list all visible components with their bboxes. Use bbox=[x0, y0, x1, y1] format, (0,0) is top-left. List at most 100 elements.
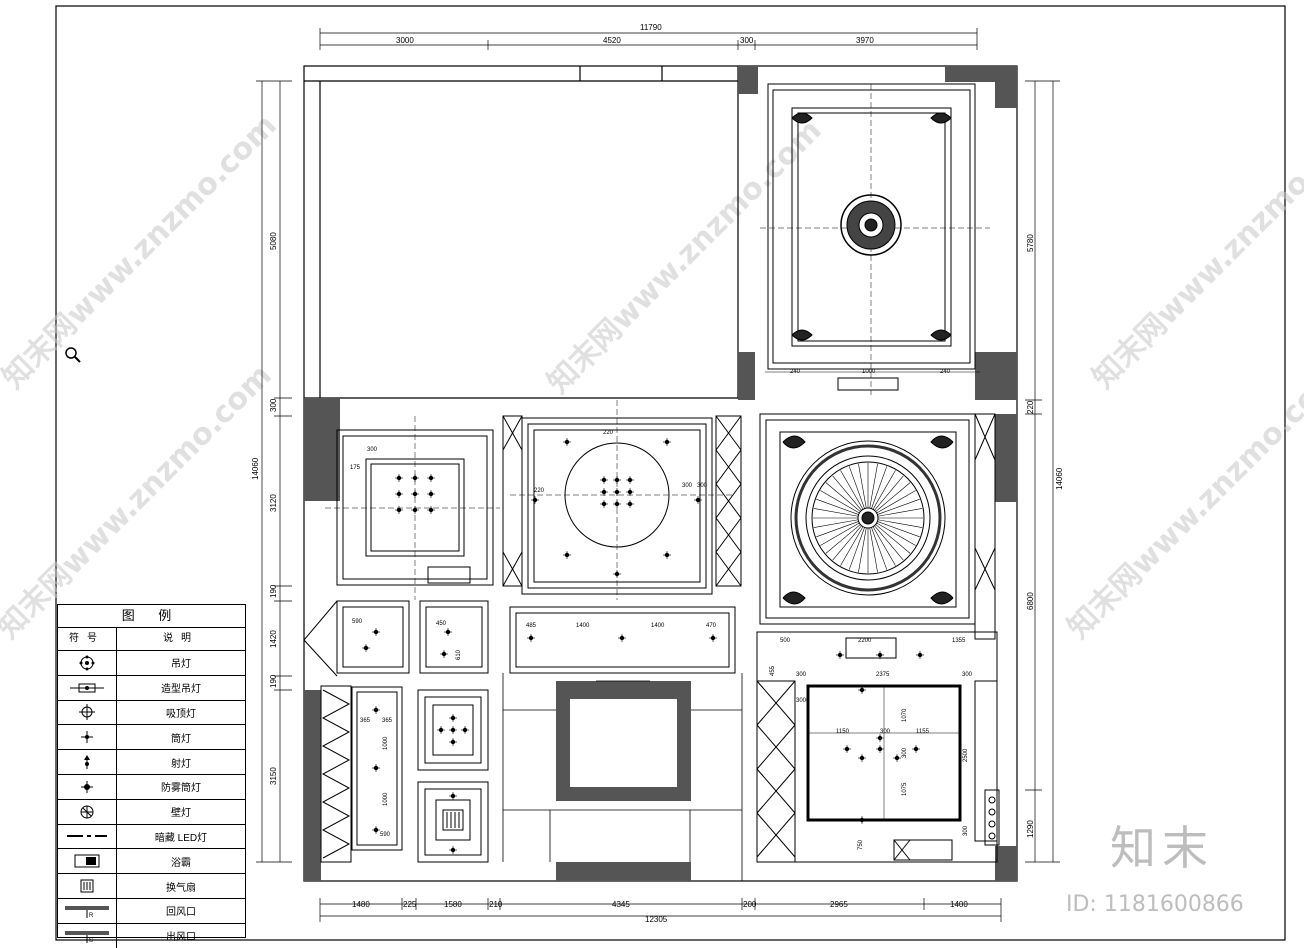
downlight-icon bbox=[618, 634, 626, 642]
kitchen-ceiling bbox=[756, 631, 1000, 863]
left-dimensions bbox=[256, 80, 292, 863]
corridor-note: 1400 bbox=[651, 623, 665, 629]
wall-lamp-icon bbox=[58, 799, 117, 824]
legend-row: 造型吊灯 bbox=[58, 675, 245, 701]
center-room-ceiling bbox=[502, 400, 742, 600]
image-id-watermark: ID: 1181600866 bbox=[1066, 892, 1244, 917]
dim-right-seg: 6800 bbox=[1026, 592, 1035, 610]
bath-left-note: 1000 bbox=[383, 736, 389, 750]
dome-rib bbox=[840, 526, 864, 566]
legend-row: 暗藏 LED灯 bbox=[58, 824, 245, 850]
downlight-icon bbox=[437, 726, 445, 734]
downlight-icon bbox=[836, 651, 844, 659]
right-dimensions bbox=[1025, 80, 1060, 863]
downlight-icon bbox=[411, 490, 419, 498]
dim-left-seg: 3150 bbox=[269, 767, 278, 785]
legend-label: 吊灯 bbox=[171, 659, 191, 671]
kitchen-note: 1070 bbox=[902, 708, 908, 722]
dining-note: 300 bbox=[682, 483, 693, 489]
downlight-icon bbox=[395, 490, 403, 498]
dome-rib bbox=[858, 463, 867, 509]
top-dimensions bbox=[319, 28, 978, 50]
downlight-icon bbox=[858, 754, 866, 762]
downlight-icon bbox=[893, 754, 901, 762]
downlight-icon bbox=[449, 726, 457, 734]
dim-top-overall: 11790 bbox=[640, 23, 662, 32]
dome-rib bbox=[813, 508, 859, 517]
dome-rib bbox=[858, 527, 867, 573]
downlight-icon bbox=[531, 496, 539, 504]
legend-row: 换气扇 bbox=[58, 874, 245, 899]
downlight-icon bbox=[427, 506, 435, 514]
svg-text:S: S bbox=[89, 938, 93, 943]
legend-row: 防雾筒灯 bbox=[58, 774, 245, 800]
legend-label: 回风口 bbox=[166, 907, 196, 919]
downlight-icon bbox=[444, 628, 452, 636]
kitchen-note: 2375 bbox=[876, 672, 890, 678]
downlight-icon bbox=[613, 570, 621, 578]
downlight-icon bbox=[527, 634, 535, 642]
downlight-icon bbox=[613, 476, 621, 484]
bath-note: 450 bbox=[436, 621, 447, 627]
dim-right-seg: 1290 bbox=[1026, 820, 1035, 838]
svg-text:R: R bbox=[89, 913, 94, 918]
chandelier-icon bbox=[58, 651, 117, 675]
downlight-icon bbox=[916, 651, 924, 659]
kitchen-note: 2200 bbox=[858, 638, 872, 644]
downlight-icon bbox=[395, 474, 403, 482]
kitchen-note: 750 bbox=[858, 839, 864, 850]
corridor-note: 485 bbox=[526, 623, 537, 629]
downlight-icon bbox=[876, 745, 884, 753]
downlight-icon bbox=[600, 488, 608, 496]
sheet-border bbox=[55, 5, 1286, 941]
legend-label: 造型吊灯 bbox=[161, 684, 201, 696]
legend-label: 筒灯 bbox=[171, 733, 191, 745]
bath-note: 590 bbox=[352, 619, 363, 625]
dim-bottom-seg: 225 bbox=[403, 900, 417, 909]
dome-rib bbox=[875, 524, 911, 554]
kitchen-note: 455 bbox=[770, 665, 776, 676]
downlight-fixtures bbox=[362, 438, 924, 854]
watermark-text: 知末网www.znzmo.com bbox=[1086, 108, 1304, 396]
downlight-icon bbox=[372, 706, 380, 714]
corridor-note: 1400 bbox=[576, 623, 590, 629]
dim-bottom-seg: 210 bbox=[489, 900, 503, 909]
dome-rib bbox=[832, 525, 862, 561]
downlight-icon bbox=[694, 496, 702, 504]
legend-row: R 回风口 bbox=[58, 898, 245, 924]
downlight-icon bbox=[427, 490, 435, 498]
legend-row: 射灯 bbox=[58, 750, 245, 775]
downlight-icon bbox=[362, 644, 370, 652]
building-outline bbox=[303, 65, 1018, 882]
kitchen-note: 1155 bbox=[916, 729, 930, 735]
watermark-layer: 知末网www.znzmo.com 知末网www.znzmo.com 知末网www… bbox=[0, 108, 1304, 646]
dim-bottom-seg: 1480 bbox=[352, 900, 370, 909]
downlight-icon bbox=[876, 651, 884, 659]
legend-label: 射灯 bbox=[171, 758, 191, 770]
dome-rib bbox=[820, 490, 860, 514]
legend-label: 暗藏 LED灯 bbox=[154, 832, 208, 844]
legend-label: 防雾筒灯 bbox=[161, 783, 201, 795]
dim-left-seg: 190 bbox=[269, 584, 278, 598]
downlight-icon bbox=[449, 792, 457, 800]
magnifier-icon[interactable] bbox=[63, 345, 83, 365]
dome-rib bbox=[876, 522, 916, 546]
watermark-text: 知末网www.znzmo.com bbox=[0, 358, 279, 646]
dome-rib bbox=[872, 526, 896, 566]
fogproof-downlight-icon bbox=[58, 774, 117, 799]
kitchen-note: 300 bbox=[962, 672, 973, 678]
watermark-text: 知末网www.znzmo.com bbox=[0, 108, 284, 396]
dim-right-seg: 5780 bbox=[1026, 234, 1035, 252]
hidden-led-icon bbox=[58, 824, 117, 849]
legend-row: 浴霸 bbox=[58, 849, 245, 875]
downlight-icon bbox=[600, 500, 608, 508]
downlight-icon bbox=[427, 474, 435, 482]
downlight-icon bbox=[709, 634, 717, 642]
downlight-icon bbox=[626, 476, 634, 484]
dining-dome-ceiling bbox=[759, 413, 996, 640]
downlight-icon bbox=[626, 488, 634, 496]
kitchen-note: 1355 bbox=[952, 638, 966, 644]
wall-columns bbox=[304, 66, 1017, 881]
dome-rib bbox=[816, 498, 859, 515]
